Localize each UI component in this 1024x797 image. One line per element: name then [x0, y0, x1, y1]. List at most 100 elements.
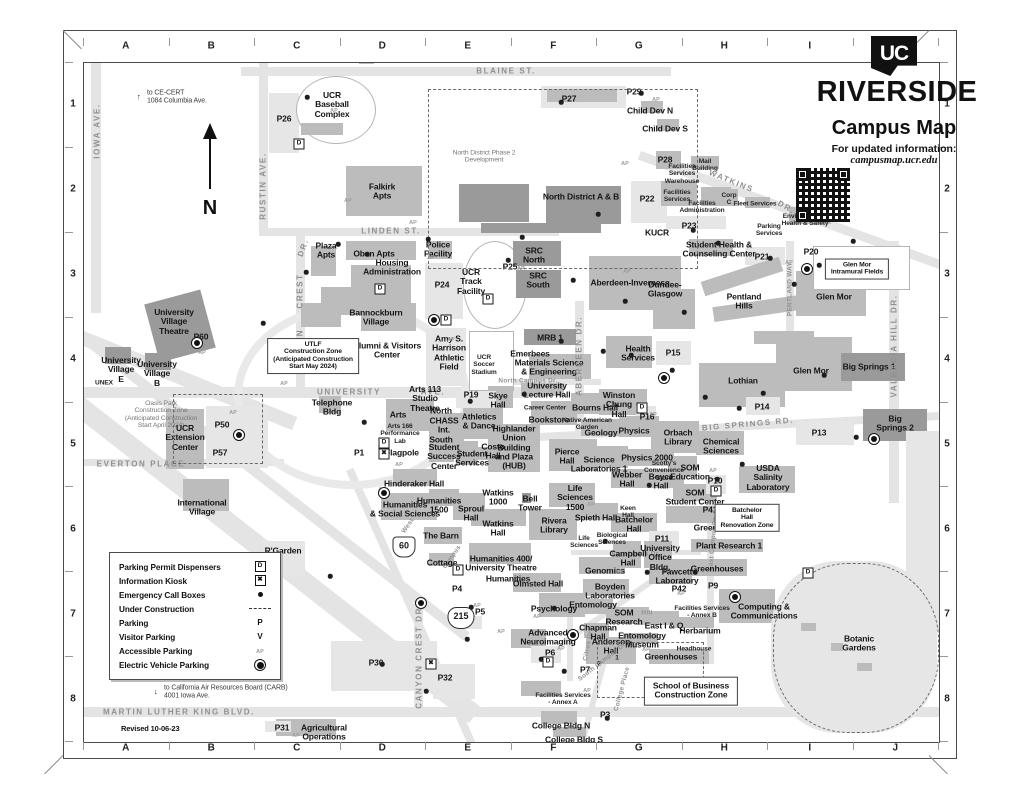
map-label-p5: P5: [474, 606, 486, 617]
map-label-revised-10-06-23: Revised 10-06-23: [121, 723, 180, 733]
map-label-to-california-air-resources-board-: to California Air Resources Board (CARB)…: [164, 684, 288, 699]
map-label-student-health-counseling-center: Student Health & Counseling Center: [682, 239, 756, 259]
accessible-parking-marker: AP: [785, 260, 793, 266]
parking-permit-dispenser-icon: D: [440, 314, 452, 326]
emergency-call-box-marker: [303, 269, 309, 275]
map-label-p19: P19: [463, 389, 479, 400]
map-label-p14: P14: [754, 401, 770, 412]
emergency-call-box-marker: [600, 348, 606, 354]
map-label-north-district-phase-2-development: North District Phase 2 Development: [452, 149, 516, 164]
grid-tick: [940, 486, 948, 488]
map-label-ucr-soccer-stadium: UCR Soccer Stadium: [471, 354, 497, 376]
map-label-p22: P22: [639, 193, 655, 204]
grid-row-2: 2: [944, 183, 950, 195]
building-footprint: [666, 216, 726, 229]
ev-parking-icon: [801, 263, 813, 275]
grid-tick: [510, 38, 512, 46]
grid-col-I: I: [808, 40, 812, 52]
building-footprint: [522, 493, 531, 503]
building-footprint: [581, 419, 623, 436]
compass-label: N: [202, 197, 218, 219]
grid-tick: [65, 62, 73, 63]
map-label-chapman-hall: Chapman Hall: [579, 622, 617, 642]
emergency-call-box-marker: [760, 390, 766, 396]
building-footprint: [276, 719, 336, 736]
building-footprint: [571, 599, 613, 614]
map-label-webber-hall: Webber Hall: [611, 469, 643, 489]
map-label-aberdeen-dr: ABERDEEN DR.: [574, 315, 584, 397]
map-label-blaine-st: BLAINE ST.: [476, 66, 536, 76]
emergency-call-box-marker: [821, 372, 827, 378]
map-label-linden-st: LINDEN ST.: [361, 226, 421, 236]
building-footprint: [521, 383, 564, 396]
emergency-call-box-marker: [558, 99, 564, 105]
map-label-college-bldg-n: College Bldg N: [531, 720, 591, 731]
parking-permit-dispenser-icon: D: [710, 485, 722, 497]
map-label-stonehaven-apts: Stonehaven Apts: [364, 63, 431, 64]
building-footprint: [429, 241, 452, 259]
ev-parking-icon: [415, 597, 427, 609]
legend-label: Electric Vehicle Parking: [119, 660, 209, 670]
road: [259, 63, 268, 235]
map-label-career-center: Career Center: [523, 404, 567, 412]
map-label-boyden-laboratories: Boyden Laboratories: [585, 581, 635, 601]
map-label-south: South: [429, 434, 453, 445]
emergency-call-box-marker: [595, 211, 601, 217]
qr-finder-icon: [796, 209, 809, 222]
grid-tick: [65, 741, 73, 742]
accessible-parking-marker: AP: [677, 591, 685, 597]
map-label-geology: Geology: [584, 427, 618, 438]
grid-tick: [940, 231, 948, 233]
map-label-src-south: SRC South: [526, 270, 550, 290]
legend-label: Parking Permit Dispensers: [119, 562, 221, 572]
grid-tick: [767, 38, 768, 46]
map-label-amy-s-harrison-athletic-field: Amy S. Harrison Athletic Field: [432, 333, 466, 372]
construction-zone-outline: [428, 89, 698, 269]
map-label-p13: P13: [811, 427, 827, 438]
map-label-arts: Arts: [389, 409, 407, 420]
building-footprint: [776, 337, 852, 391]
grid-tick: [938, 38, 939, 46]
accessible-parking-marker: AP: [642, 647, 650, 653]
map-label-p31: P31: [274, 722, 290, 733]
emergency-call-box-marker: [690, 227, 696, 233]
map-label-alumni-visitors-center: Alumni & Visitors Center: [352, 340, 422, 360]
grid-row-3: 3: [70, 268, 76, 280]
map-label-east-i-q: East I & Q: [644, 620, 684, 631]
map-label-humanities: Humanities: [485, 573, 531, 584]
map-label-p30: P30: [368, 657, 384, 668]
grid-row-4: 4: [944, 353, 950, 365]
map-label-to-ce-cert-1084-columbia-ave: to CE-CERT 1084 Columbia Ave.: [147, 89, 207, 104]
map-label-chass-int: CHASS Int.: [429, 415, 459, 435]
grid-col-G: G: [634, 742, 643, 754]
accessible-parking-marker: AP: [583, 688, 591, 694]
emergency-call-box-marker: [702, 394, 708, 400]
emergency-call-box-marker: [681, 309, 687, 315]
emergency-call-box-marker: [519, 234, 525, 240]
emergency-call-box-marker: [736, 405, 742, 411]
grid-tick: [510, 742, 512, 750]
map-label-international-village: International Village: [177, 497, 227, 517]
map-label-martin-luther-king-blvd: MARTIN LUTHER KING BLVD.: [102, 707, 256, 717]
accessible-parking-marker: AP: [280, 381, 288, 387]
map-label-greenhouses: Greenhouses: [644, 651, 698, 662]
grid-tick: [83, 742, 84, 750]
map-label-p16: P16: [639, 411, 655, 422]
road: [259, 228, 559, 236]
emergency-call-box-marker: [425, 236, 431, 242]
parking-permit-dispenser-icon: D: [802, 567, 814, 579]
accessible-parking-marker: AP: [709, 468, 717, 474]
emergency-call-box-marker: [364, 251, 370, 257]
map-label-p20: P20: [803, 246, 819, 257]
map-label-map-label: ↓: [154, 686, 158, 696]
grid-row-5: 5: [944, 438, 950, 450]
map-label-p41: P41: [702, 504, 718, 515]
building-footprint: [746, 397, 780, 415]
map-label-pierce-hall: Pierce Hall: [554, 446, 580, 466]
map-label-p24: P24: [434, 279, 450, 290]
map-label-north: North: [430, 405, 452, 416]
building-footprint: [661, 181, 697, 206]
emergency-call-box-marker: [505, 257, 511, 263]
road: [491, 379, 601, 385]
compass-shaft: [209, 137, 211, 189]
